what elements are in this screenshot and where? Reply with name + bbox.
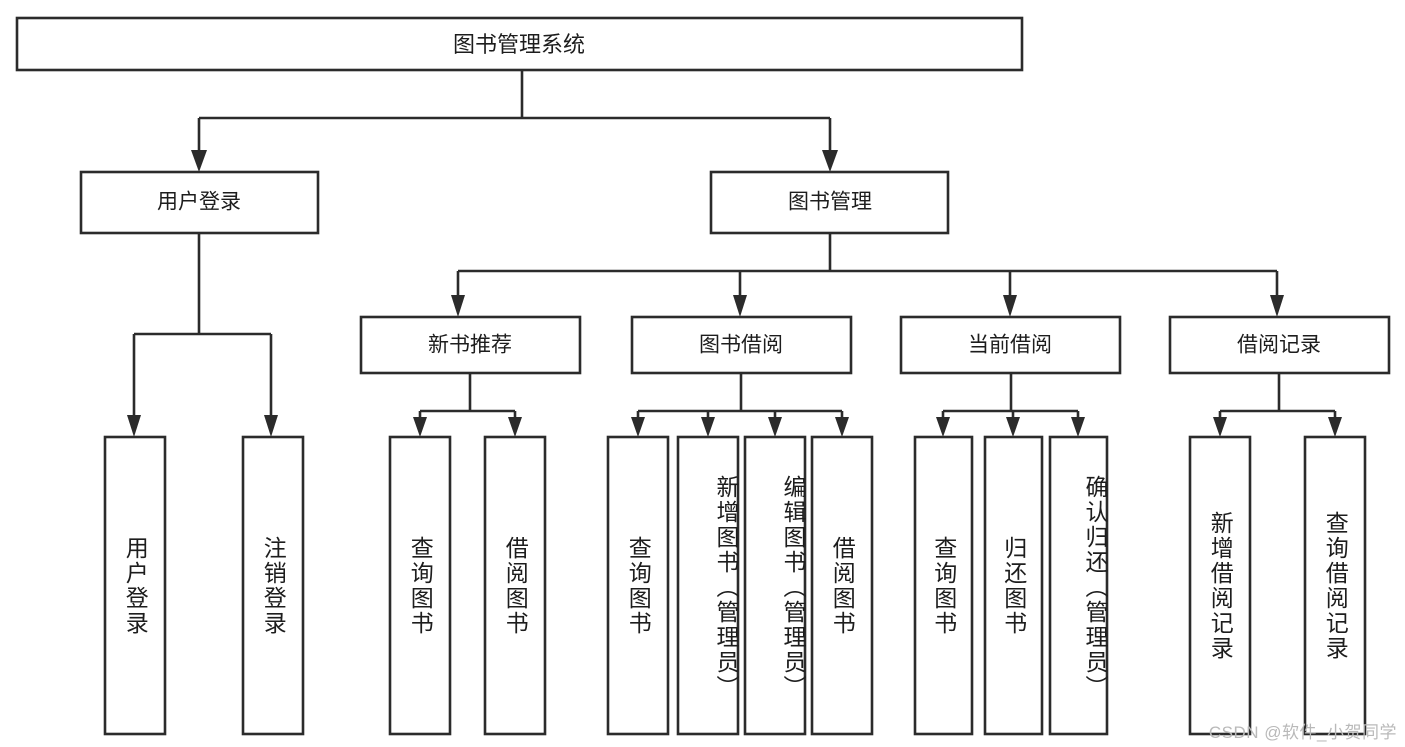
node-root[interactable]: 图书管理系统 xyxy=(15,16,1024,72)
arrow-head-user-login xyxy=(191,150,207,172)
connector-group-book-borrow xyxy=(631,373,849,437)
arrow-head-leaf-confirm-return xyxy=(1071,417,1085,437)
node-book-borrow-label: 图书借阅 xyxy=(699,334,783,357)
node-current-borrow-box[interactable] xyxy=(899,315,1122,375)
connector-group-book-manage xyxy=(451,233,1284,317)
arrow-head-leaf-query-book-3 xyxy=(936,417,950,437)
arrow-head-leaf-user-login xyxy=(127,415,141,437)
node-leaf-return-book-box[interactable] xyxy=(983,435,1044,736)
node-leaf-add-book-box[interactable] xyxy=(676,435,740,736)
arrow-head-current-borrow xyxy=(1003,295,1017,317)
arrow-head-leaf-query-book-1 xyxy=(413,417,427,437)
arrow-head-leaf-borrow-book-1 xyxy=(508,417,522,437)
arrow-head-leaf-borrow-book-2 xyxy=(835,417,849,437)
node-book-manage[interactable]: 图书管理 xyxy=(709,170,950,235)
node-book-borrow[interactable]: 图书借阅 xyxy=(630,315,853,375)
arrow-head-leaf-add-book xyxy=(701,417,715,437)
arrow-head-leaf-query-book-2 xyxy=(631,417,645,437)
arrow-head-leaf-add-record xyxy=(1213,417,1227,437)
node-leaf-borrow-book-1-box[interactable] xyxy=(483,435,547,736)
node-leaf-logout-box[interactable] xyxy=(241,435,305,736)
node-leaf-query-book-3-box[interactable] xyxy=(913,435,974,736)
node-new-book-recommend[interactable]: 新书推荐 xyxy=(359,315,582,375)
node-new-book-recommend-box[interactable] xyxy=(359,315,582,375)
node-leaf-borrow-book-2-box[interactable] xyxy=(810,435,874,736)
node-root-box[interactable] xyxy=(15,16,1024,72)
node-leaf-add-record-box[interactable] xyxy=(1188,435,1252,736)
watermark-text: CSDN @软件_小贺同学 xyxy=(1208,723,1397,742)
arrow-head-leaf-logout xyxy=(264,415,278,437)
node-user-login-box[interactable] xyxy=(79,170,320,235)
node-root-label: 图书管理系统 xyxy=(453,32,585,57)
node-book-manage-label: 图书管理 xyxy=(788,191,872,214)
leaf-node-boxes xyxy=(103,435,1367,736)
node-user-login[interactable]: 用户登录 xyxy=(79,170,320,235)
arrow-head-leaf-edit-book xyxy=(768,417,782,437)
node-leaf-confirm-return-box[interactable] xyxy=(1048,435,1109,736)
node-leaf-edit-book-box[interactable] xyxy=(743,435,807,736)
node-user-login-label: 用户登录 xyxy=(157,191,241,214)
node-borrow-record-box[interactable] xyxy=(1168,315,1391,375)
node-current-borrow-label: 当前借阅 xyxy=(968,334,1052,357)
node-book-manage-box[interactable] xyxy=(709,170,950,235)
node-book-borrow-box[interactable] xyxy=(630,315,853,375)
connector-group-user-login xyxy=(127,233,278,437)
node-leaf-query-record-box[interactable] xyxy=(1303,435,1367,736)
connector-group-root xyxy=(191,70,838,172)
node-new-book-recommend-label: 新书推荐 xyxy=(428,334,512,357)
arrow-head-borrow-record xyxy=(1270,295,1284,317)
connector-group-new-book-recommend xyxy=(413,373,522,437)
arrow-head-book-borrow xyxy=(733,295,747,317)
connector-group-borrow-record xyxy=(1213,373,1342,437)
node-borrow-record[interactable]: 借阅记录 xyxy=(1168,315,1391,375)
node-borrow-record-label: 借阅记录 xyxy=(1237,334,1321,357)
connector-group-current-borrow xyxy=(936,373,1085,437)
arrow-head-leaf-return-book xyxy=(1006,417,1020,437)
node-leaf-user-login-box[interactable] xyxy=(103,435,167,736)
arrow-head-new-book-recommend xyxy=(451,295,465,317)
arrow-head-leaf-query-record xyxy=(1328,417,1342,437)
node-leaf-query-book-1-box[interactable] xyxy=(388,435,452,736)
arrow-head-book-manage xyxy=(822,150,838,172)
node-leaf-query-book-2-box[interactable] xyxy=(606,435,670,736)
node-current-borrow[interactable]: 当前借阅 xyxy=(899,315,1122,375)
